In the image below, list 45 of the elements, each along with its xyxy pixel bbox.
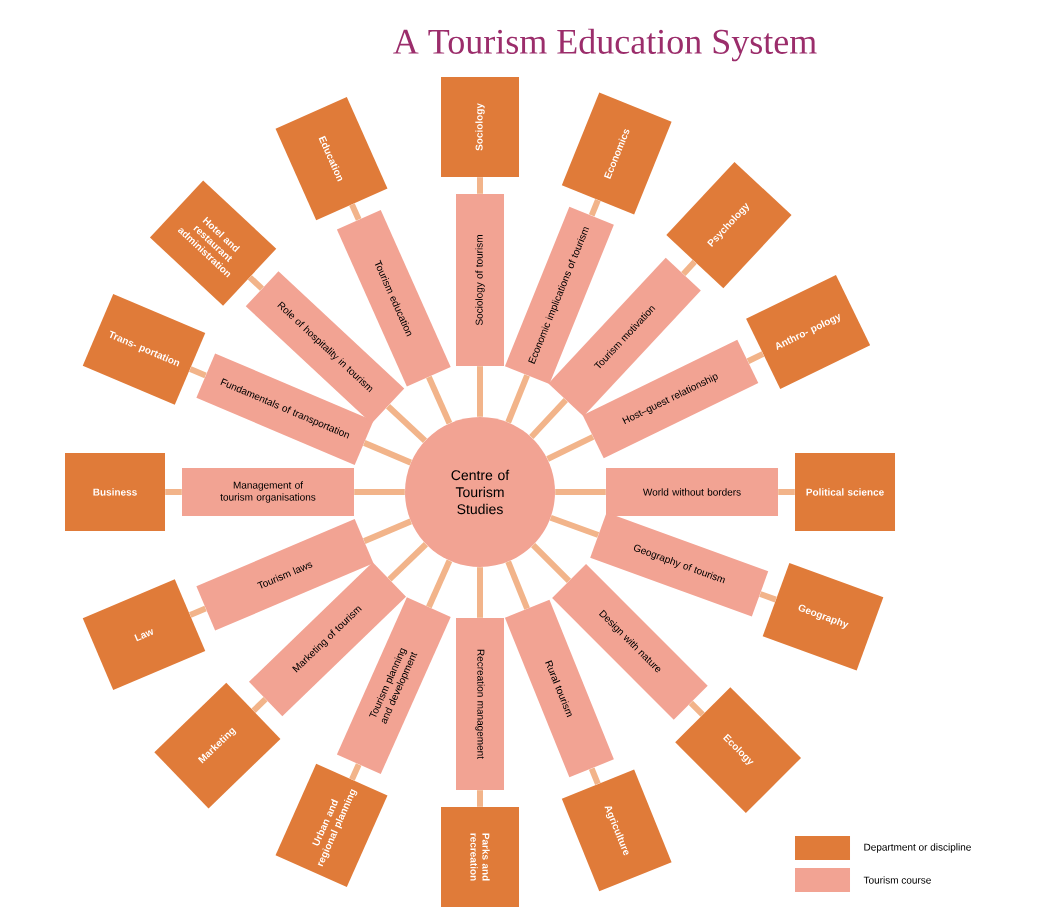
connector	[588, 199, 601, 217]
connector	[529, 398, 568, 440]
title: A Tourism Education System	[393, 28, 817, 62]
connector	[477, 790, 483, 807]
course-box: World without borders	[606, 468, 778, 516]
connector	[531, 543, 572, 584]
course-box: Recreation management	[456, 618, 504, 790]
connector	[426, 375, 453, 425]
connector	[588, 767, 601, 785]
connector	[477, 177, 483, 194]
connector	[349, 763, 362, 781]
connector	[546, 434, 595, 462]
legend-label: Tourism course	[863, 876, 931, 884]
department-box: Parks and recreation	[441, 807, 519, 907]
connector	[165, 489, 182, 495]
legend-label: Department or discipline	[864, 843, 971, 853]
connector	[363, 518, 412, 544]
connector	[778, 489, 795, 495]
connector	[189, 366, 207, 379]
connector	[363, 440, 412, 466]
connector	[759, 591, 777, 603]
connector	[555, 489, 606, 495]
connector	[477, 567, 483, 618]
course-box: Sociology of tourism	[456, 194, 504, 366]
connector	[251, 697, 268, 713]
department-box: Political science	[795, 453, 895, 531]
course-box: Management of tourism organisations	[182, 468, 354, 516]
connector	[681, 259, 697, 276]
department-box: Business	[65, 453, 165, 531]
connector	[247, 275, 264, 291]
connector	[189, 605, 207, 618]
connector	[477, 366, 483, 417]
connector	[349, 203, 362, 221]
node-label: Tourism laws	[256, 562, 313, 589]
connector	[549, 514, 600, 538]
department-box: Law	[82, 579, 206, 691]
connector	[354, 489, 405, 495]
connector	[387, 542, 428, 582]
department-box: Sociology	[441, 77, 519, 177]
connector	[505, 560, 530, 610]
connector	[505, 374, 530, 424]
connector	[386, 404, 428, 443]
connector	[688, 700, 705, 717]
connector	[426, 559, 453, 609]
connector	[746, 351, 765, 364]
